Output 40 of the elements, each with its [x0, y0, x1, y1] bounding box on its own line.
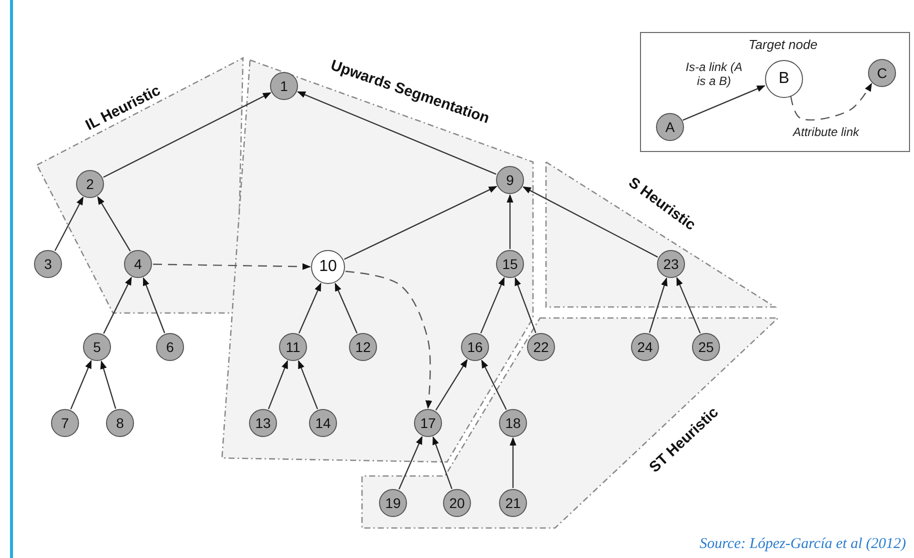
arrow [334, 282, 358, 334]
dashed-arrow [345, 270, 432, 409]
arrow [54, 196, 84, 251]
arrow [100, 360, 116, 409]
tree-node: A [656, 113, 684, 141]
arrow [268, 360, 288, 410]
tree-node: C [868, 59, 896, 87]
arrow [298, 282, 322, 334]
arrow [480, 277, 505, 334]
arrow [432, 436, 452, 490]
tree-node: B [765, 60, 803, 98]
arrow [297, 91, 496, 175]
source-caption: Source: López-García et al (2012) [700, 536, 906, 553]
tree-node: 3 [34, 250, 62, 278]
arrow [522, 186, 658, 258]
arrow [142, 277, 166, 334]
arrow [97, 196, 131, 252]
tree-node: 6 [156, 333, 184, 361]
tree-node: 7 [51, 409, 79, 437]
tree-node: 8 [106, 409, 134, 437]
arrow [103, 92, 272, 178]
dashed-arrow [152, 263, 311, 270]
tree-node: 5 [83, 333, 111, 361]
arrow [510, 437, 516, 488]
arrow [298, 360, 318, 410]
arrow [676, 277, 701, 334]
arrow [70, 360, 92, 410]
arrow [682, 85, 766, 121]
arrow [506, 194, 514, 249]
arrow [481, 360, 507, 410]
arrow [344, 186, 498, 260]
arrow [103, 276, 132, 334]
arrow [398, 436, 423, 490]
legend-box [640, 32, 910, 152]
edge-label: Attribute link [792, 125, 860, 140]
node-caption: Target node [748, 37, 818, 53]
edge-label: Is-a link (A is a B) [684, 60, 744, 89]
arrow [648, 278, 668, 333]
arrow [435, 359, 468, 411]
dashed-arrow [790, 82, 872, 121]
